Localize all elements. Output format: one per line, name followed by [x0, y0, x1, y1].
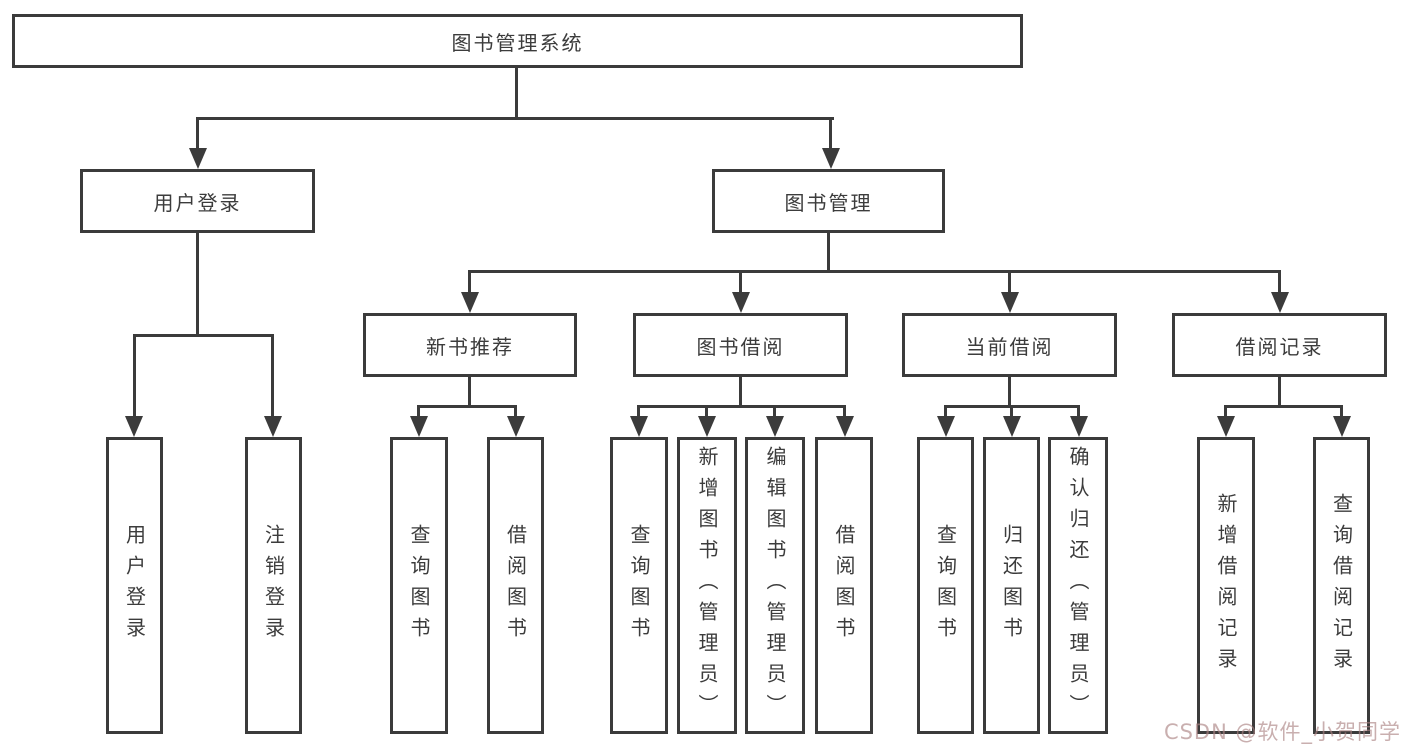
node-book-management: 图书管理: [712, 169, 945, 233]
leaf-logout: 注销登录: [245, 437, 302, 734]
arrow-down-icon: [732, 292, 750, 313]
node-new-book-recommend-label: 新书推荐: [426, 334, 514, 359]
connector-l3-drop4: [1278, 270, 1281, 296]
leaf-query-borrow-record: 查询借阅记录: [1313, 437, 1370, 734]
leaf-add-books-admin-label: 新增图书（管理员）: [695, 446, 719, 725]
connector-records-drop1: [1224, 405, 1227, 419]
connector-bookmgmt-stem: [827, 233, 830, 273]
node-current-borrow: 当前借阅: [902, 313, 1117, 377]
leaf-query-books-3: 查询图书: [917, 437, 974, 734]
leaf-borrow-books-2-label: 借阅图书: [832, 523, 856, 648]
arrow-down-icon: [698, 416, 716, 437]
leaf-query-books-1: 查询图书: [390, 437, 448, 734]
arrow-down-icon: [937, 416, 955, 437]
connector-userlogin-split: [133, 334, 274, 337]
node-new-book-recommend: 新书推荐: [363, 313, 577, 377]
node-user-login-label: 用户登录: [153, 190, 242, 215]
node-root-label: 图书管理系统: [451, 30, 584, 55]
connector-bookborrow-drop2: [705, 405, 708, 419]
leaf-user-login-label: 用户登录: [122, 523, 147, 648]
leaf-borrow-books-1-label: 借阅图书: [503, 523, 528, 648]
connector-bookborrow-stem: [739, 377, 742, 408]
connector-currentborrow-drop2: [1010, 405, 1013, 419]
arrow-down-icon: [766, 416, 784, 437]
arrow-down-icon: [822, 148, 840, 169]
node-book-borrow-label: 图书借阅: [696, 334, 785, 359]
connector-root-stem: [515, 68, 518, 120]
leaf-query-books-2: 查询图书: [610, 437, 668, 734]
leaf-return-books: 归还图书: [983, 437, 1040, 734]
leaf-query-books-1-label: 查询图书: [407, 523, 431, 648]
leaf-confirm-return-admin-label: 确认归还（管理员）: [1066, 446, 1090, 725]
connector-bookborrow-drop1: [637, 405, 640, 419]
connector-userlogin-drop2: [271, 334, 274, 418]
arrow-down-icon: [1003, 416, 1021, 437]
node-borrow-records: 借阅记录: [1172, 313, 1387, 377]
arrow-down-icon: [1333, 416, 1351, 437]
connector-bookborrow-drop3: [773, 405, 776, 419]
arrow-down-icon: [507, 416, 525, 437]
connector-root-left-drop: [196, 117, 199, 153]
connector-userlogin-drop1: [133, 334, 136, 418]
arrow-down-icon: [410, 416, 428, 437]
connector-bookborrow-split: [637, 405, 846, 408]
watermark: CSDN @软件_小贺同学: [1163, 720, 1401, 744]
leaf-query-books-3-label: 查询图书: [933, 523, 958, 648]
leaf-add-borrow-record: 新增借阅记录: [1197, 437, 1255, 734]
connector-newbook-drop1: [417, 405, 420, 419]
arrow-down-icon: [1070, 416, 1088, 437]
arrow-down-icon: [630, 416, 648, 437]
arrow-down-icon: [264, 416, 282, 437]
connector-l3-drop2: [739, 270, 742, 296]
leaf-logout-label: 注销登录: [261, 523, 286, 648]
leaf-edit-books-admin: 编辑图书（管理员）: [745, 437, 805, 734]
arrow-down-icon: [1217, 416, 1235, 437]
arrow-down-icon: [125, 416, 143, 437]
node-book-management-label: 图书管理: [784, 190, 873, 215]
leaf-edit-books-admin-label: 编辑图书（管理员）: [763, 446, 787, 725]
connector-newbook-drop2: [514, 405, 517, 419]
leaf-add-borrow-record-label: 新增借阅记录: [1214, 492, 1238, 679]
leaf-borrow-books-2: 借阅图书: [815, 437, 873, 734]
connector-bookmgmt-split: [468, 270, 1281, 273]
leaf-confirm-return-admin: 确认归还（管理员）: [1048, 437, 1108, 734]
connector-records-drop2: [1340, 405, 1343, 419]
leaf-borrow-books-1: 借阅图书: [487, 437, 544, 734]
connector-currentborrow-stem: [1008, 377, 1011, 408]
connector-bookborrow-drop4: [843, 405, 846, 419]
leaf-add-books-admin: 新增图书（管理员）: [677, 437, 737, 734]
arrow-down-icon: [836, 416, 854, 437]
leaf-user-login: 用户登录: [106, 437, 163, 734]
connector-l3-drop1: [468, 270, 471, 296]
node-user-login: 用户登录: [80, 169, 315, 233]
connector-currentborrow-drop3: [1077, 405, 1080, 419]
node-book-borrow: 图书借阅: [633, 313, 848, 377]
leaf-return-books-label: 归还图书: [999, 523, 1024, 648]
arrow-down-icon: [1001, 292, 1019, 313]
connector-newbook-split: [417, 405, 517, 408]
connector-records-stem: [1278, 377, 1281, 408]
arrow-down-icon: [1271, 292, 1289, 313]
node-current-borrow-label: 当前借阅: [965, 334, 1054, 359]
connector-root-split: [196, 117, 834, 120]
connector-l3-drop3: [1008, 270, 1011, 296]
connector-root-right-drop: [829, 117, 832, 153]
node-root: 图书管理系统: [12, 14, 1023, 68]
connector-records-split: [1224, 405, 1343, 408]
arrow-down-icon: [461, 292, 479, 313]
connector-userlogin-stem: [196, 233, 199, 337]
leaf-query-borrow-record-label: 查询借阅记录: [1329, 492, 1354, 679]
node-borrow-records-label: 借阅记录: [1235, 334, 1324, 359]
leaf-query-books-2-label: 查询图书: [627, 523, 651, 648]
connector-currentborrow-drop1: [944, 405, 947, 419]
arrow-down-icon: [189, 148, 207, 169]
connector-newbook-stem: [468, 377, 471, 408]
